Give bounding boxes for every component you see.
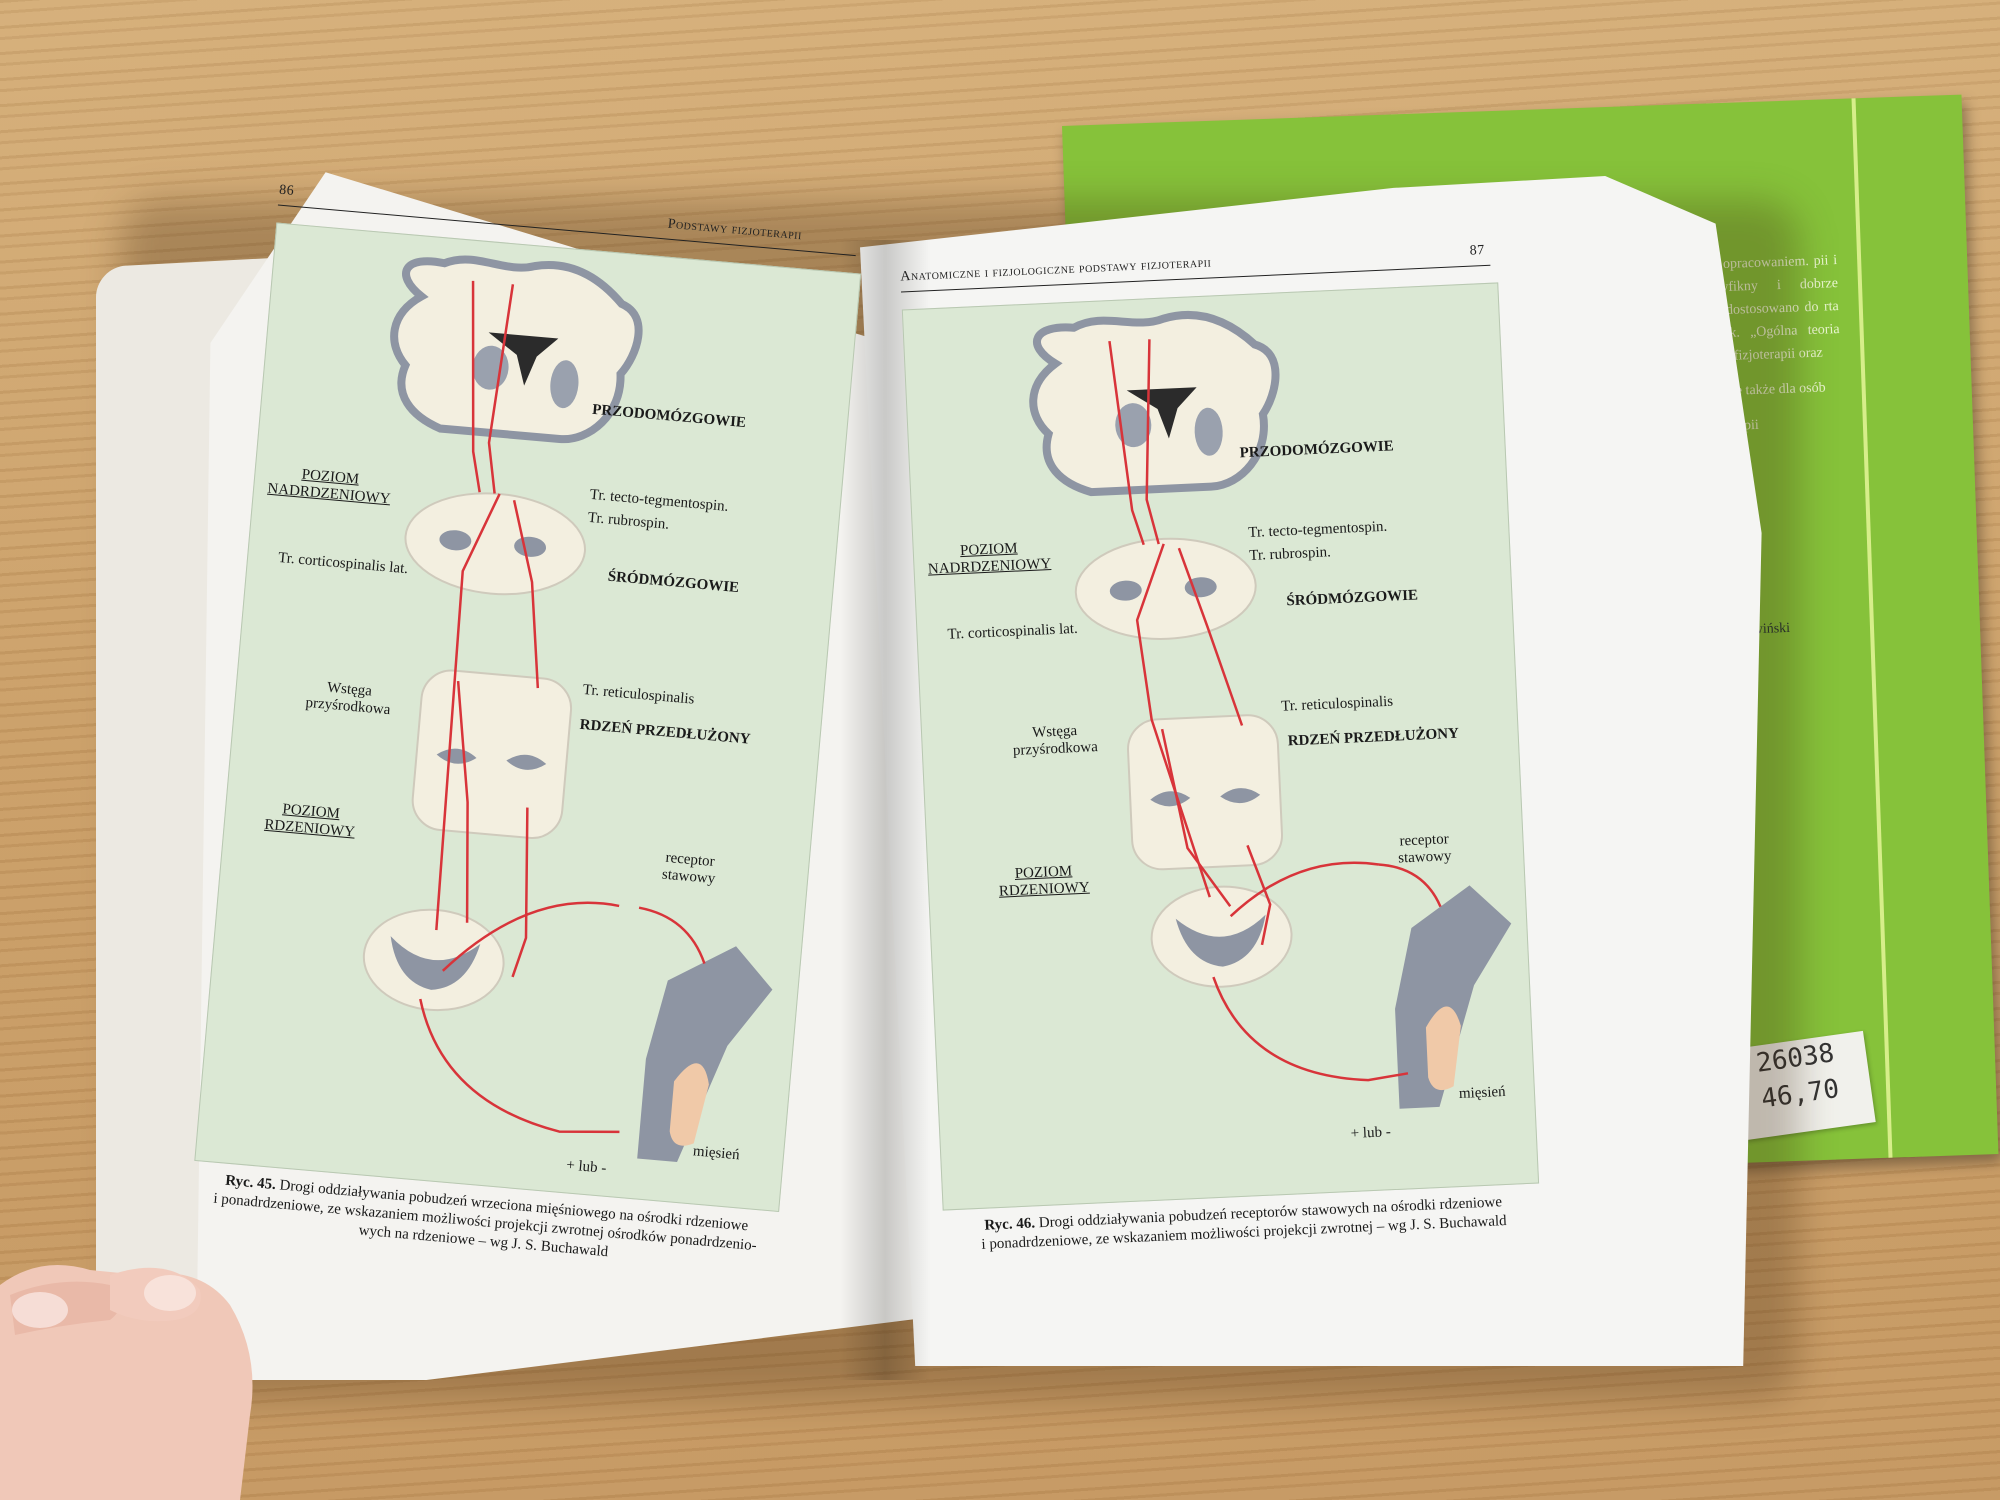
pathway-line	[487, 284, 515, 494]
caption-label: Ryc. 46.	[984, 1215, 1036, 1234]
figure-panel: PRZODOMÓZGOWIE POZIOM NADRDZENIOWY Tr. t…	[901, 282, 1540, 1211]
olive-nucleus	[1150, 791, 1191, 807]
pathway-line	[1229, 861, 1379, 918]
ventricle	[1126, 387, 1197, 439]
red-nucleus	[1184, 577, 1217, 598]
fingernail	[144, 1275, 196, 1311]
label-plus-or-minus: + lub -	[565, 1157, 607, 1177]
label-medial-lemniscus: Wstęga przyśrodkowa	[305, 678, 393, 719]
ventricle	[488, 332, 559, 386]
knee-joint	[637, 946, 773, 1162]
pathway-line	[441, 901, 620, 972]
pathway-line	[419, 998, 620, 1134]
label-joint-receptor: receptor stawowy	[1397, 831, 1452, 867]
green-book-stripe	[1851, 98, 1893, 1158]
basal-ganglion	[1115, 403, 1152, 448]
spinal-cord-section	[1150, 885, 1293, 988]
label-joint-receptor: receptor stawowy	[661, 850, 717, 889]
olive-nucleus	[436, 748, 477, 764]
label-plus-or-minus: + lub -	[1350, 1124, 1392, 1142]
knee-joint	[1395, 885, 1512, 1109]
page-number: 86	[278, 182, 295, 199]
pathway-line	[1160, 728, 1232, 907]
label-spinal-level: POZIOM RDZENIOWY	[988, 862, 1099, 901]
pathway-line	[1108, 340, 1145, 546]
label-muscle: mięsień	[1458, 1083, 1506, 1103]
spinal-gray-matter	[1175, 914, 1266, 967]
spinal-cord-section	[362, 908, 505, 1012]
thalamus	[1194, 407, 1223, 456]
caption-label: Ryc. 45.	[224, 1172, 277, 1194]
fingernail	[12, 1292, 68, 1328]
hand	[0, 1265, 253, 1500]
pathway-line	[511, 807, 529, 978]
pathway-line	[471, 280, 481, 493]
red-nucleus	[1109, 580, 1142, 601]
nervous-system-diagram	[1029, 311, 1512, 1109]
olive-nucleus	[1220, 788, 1261, 804]
pathway-line	[1145, 339, 1160, 545]
label-line: stawowy	[1397, 848, 1452, 867]
figure-panel: PRZODOMÓZGOWIE POZIOM NADRDZENIOWY Tr. t…	[194, 222, 862, 1213]
right-page-content: Anatomiczne i fizjologiczne podstawy fiz…	[890, 241, 1565, 1269]
medulla-section	[411, 669, 573, 839]
label-medial-lemniscus: Wstęga przyśrodkowa	[1012, 722, 1099, 760]
label-supraspinal-level: POZIOM NADRDZENIOWY	[923, 539, 1054, 579]
medulla-section	[1127, 714, 1284, 871]
nervous-system-diagram	[362, 255, 773, 1162]
pathway-line	[1212, 976, 1409, 1082]
pathway-line	[435, 493, 501, 931]
pathway-line	[638, 906, 706, 964]
spinal-gray-matter	[390, 936, 481, 990]
thalamus	[550, 360, 579, 409]
page-number: 87	[1469, 243, 1486, 259]
pathway-line	[1246, 844, 1272, 946]
olive-nucleus	[506, 754, 547, 770]
pathway-line	[456, 680, 469, 923]
muscle	[669, 1063, 709, 1146]
pathway-line	[1135, 543, 1211, 898]
left-page-content: 86 Podstawy fizjoterapii	[152, 180, 867, 1350]
red-nucleus	[439, 530, 472, 551]
pathway-line	[512, 499, 540, 689]
midbrain-section	[1074, 537, 1257, 640]
pathway-line	[1378, 863, 1442, 908]
pathway-line	[1177, 547, 1244, 726]
muscle	[1425, 1006, 1461, 1091]
